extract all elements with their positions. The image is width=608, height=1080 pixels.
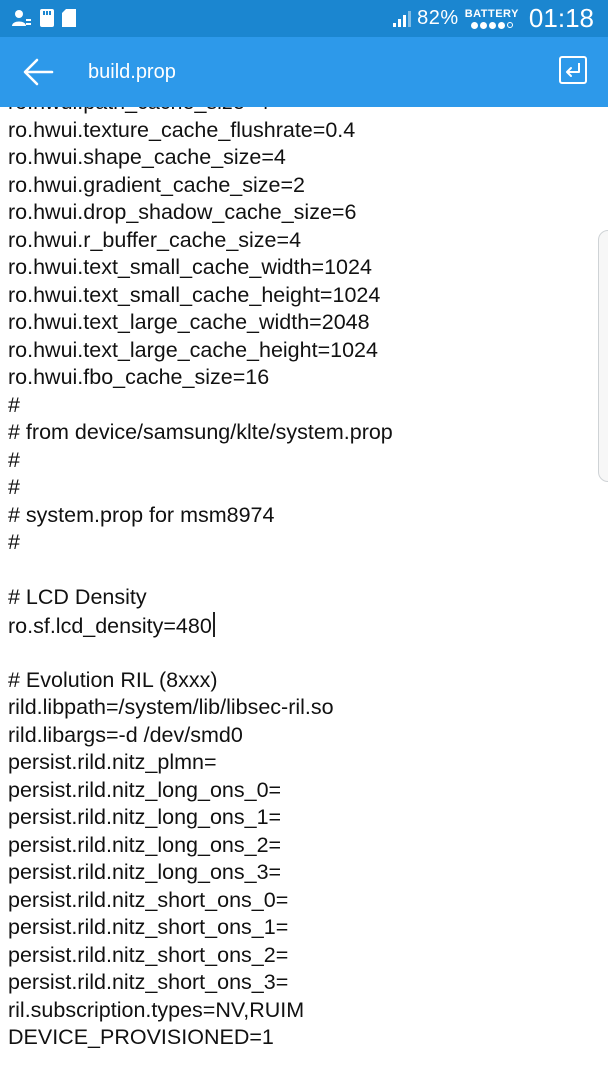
editor-line-text: persist.rild.nitz_long_ons_1= (8, 805, 282, 829)
editor-line-text: persist.rild.nitz_long_ons_3= (8, 860, 282, 884)
editor-line[interactable] (8, 557, 393, 585)
editor-line-text: ro.hwui.shape_cache_size=4 (8, 145, 286, 169)
editor-line-text: ro.hwui.path_cache_size=4 (8, 107, 269, 114)
editor-line-text: persist.rild.nitz_short_ons_2= (8, 942, 289, 967)
editor-line[interactable]: DEVICE_PROVISIONED=1 (8, 1024, 393, 1052)
app-bar: build.prop (0, 37, 608, 107)
editor-line-text: persist.rild.nitz_plmn= (8, 750, 217, 774)
back-button[interactable] (18, 52, 58, 92)
editor-line-text: rild.libpath=/system/lib/libsec-ril.so (8, 695, 334, 719)
editor-line-text: # system.prop for msm8974 (8, 502, 275, 527)
editor-line[interactable]: ro.hwui.drop_shadow_cache_size=6 (8, 199, 393, 227)
editor-line[interactable]: # (8, 529, 393, 557)
status-left-icons (12, 9, 76, 27)
editor-line-text: # LCD Density (8, 585, 147, 609)
editor-line[interactable]: persist.rild.nitz_long_ons_0= (8, 777, 393, 805)
editor-line[interactable]: ril.subscription.types=NV,RUIM (8, 997, 393, 1025)
editor-line-text: # (8, 392, 20, 417)
editor-lines: ro.hwui.path_cache_size=4 ro.hwui.texture… (8, 107, 393, 1080)
battery-dot (497, 21, 505, 29)
editor-line-text: persist.rild.nitz_short_ons_3= (8, 970, 289, 994)
editor-line[interactable]: rild.libpath=/system/lib/libsec-ril.so (8, 694, 393, 722)
arrow-left-icon (23, 58, 54, 86)
editor-line-text: ro.sf.lcd_density=480 (8, 613, 212, 638)
return-arrow-icon (559, 56, 587, 84)
editor-line-text: ro.hwui.text_large_cache_width=2048 (8, 310, 370, 334)
editor-line[interactable]: persist.rild.nitz_long_ons_3= (8, 859, 393, 887)
signal-icon (393, 10, 412, 27)
battery-label: BATTERY (464, 7, 519, 20)
editor-line-text: ro.hwui.drop_shadow_cache_size=6 (8, 200, 357, 224)
battery-level-dots (470, 21, 513, 29)
editor-line-text: ro.hwui.gradient_cache_size=2 (8, 172, 306, 197)
status-bar: 82% BATTERY 01:18 (0, 0, 608, 37)
editor-line-text: ril.subscription.types=NV,RUIM (8, 997, 305, 1022)
editor-line-text: ro.hwui.text_large_cache_height=1024 (8, 337, 378, 362)
editor-line-text: persist.rild.nitz_short_ons_0= (8, 887, 289, 912)
status-right-group: 82% BATTERY 01:18 (393, 0, 594, 37)
editor-line[interactable]: # (8, 392, 393, 420)
battery-dot (470, 21, 478, 29)
editor-line-text: ro.hwui.r_buffer_cache_size=4 (8, 227, 302, 252)
editor-line-text: ro.hwui.text_small_cache_height=1024 (8, 282, 381, 307)
editor-line[interactable]: persist.rild.nitz_plmn= (8, 749, 393, 777)
editor-line-text: persist.rild.nitz_long_ons_0= (8, 777, 282, 802)
sim-card-icon (62, 9, 76, 27)
editor-line-text: # (8, 475, 20, 499)
editor-line[interactable]: persist.rild.nitz_short_ons_0= (8, 887, 393, 915)
editor-line[interactable]: ro.hwui.text_small_cache_width=1024 (8, 254, 393, 282)
editor-line-text: rild.libargs=-d /dev/smd0 (8, 722, 243, 747)
editor-line[interactable]: persist.rild.nitz_long_ons_1= (8, 804, 393, 832)
editor-line[interactable]: persist.rild.nitz_long_ons_2= (8, 832, 393, 860)
editor-line[interactable]: ro.hwui.text_small_cache_height=1024 (8, 282, 393, 310)
editor-line[interactable]: # from device/samsung/klte/system.prop (8, 419, 393, 447)
editor-line[interactable]: ro.hwui.r_buffer_cache_size=4 (8, 227, 393, 255)
editor-line[interactable]: ro.hwui.text_large_cache_height=1024 (8, 337, 393, 365)
person-icon (12, 10, 31, 26)
fast-scroll-handle[interactable] (598, 230, 608, 482)
editor-line[interactable]: persist.rild.nitz_short_ons_1= (8, 914, 393, 942)
editor-line[interactable]: # Evolution RIL (8xxx) (8, 667, 393, 695)
page-title: build.prop (88, 61, 176, 83)
editor-line-text: DEVICE_PROVISIONED=1 (8, 1025, 274, 1049)
editor-line[interactable]: persist.rild.nitz_short_ons_3= (8, 969, 393, 997)
editor-line-text: ro.hwui.text_small_cache_width=1024 (8, 255, 372, 279)
editor-line[interactable]: ro.hwui.path_cache_size=4 (8, 107, 393, 117)
editor-line[interactable] (8, 639, 393, 667)
editor-line-text: persist.rild.nitz_short_ons_1= (8, 915, 289, 939)
word-wrap-button[interactable] (558, 55, 588, 85)
editor-line-text: persist.rild.nitz_long_ons_2= (8, 832, 282, 857)
editor-line[interactable]: ro.hwui.texture_cache_flushrate=0.4 (8, 117, 393, 145)
editor-line-text: # (8, 530, 20, 554)
battery-percent: 82% (417, 7, 459, 29)
editor-line-text: # from device/samsung/klte/system.prop (8, 420, 393, 444)
editor-line[interactable]: # (8, 474, 393, 502)
battery-dot (479, 21, 487, 29)
battery-dot (506, 21, 513, 28)
editor-line[interactable] (8, 1052, 393, 1080)
editor-line[interactable]: ro.hwui.text_large_cache_width=2048 (8, 309, 393, 337)
editor-line[interactable]: # LCD Density (8, 584, 393, 612)
battery-indicator: BATTERY (464, 7, 519, 29)
text-cursor (212, 611, 215, 637)
editor-line[interactable]: ro.hwui.gradient_cache_size=2 (8, 172, 393, 200)
editor-line[interactable]: persist.rild.nitz_short_ons_2= (8, 942, 393, 970)
editor-line-text: ro.hwui.texture_cache_flushrate=0.4 (8, 117, 356, 142)
editor-line[interactable]: ro.sf.lcd_density=480 (8, 611, 393, 640)
editor-line[interactable]: ro.hwui.shape_cache_size=4 (8, 144, 393, 172)
editor-line[interactable]: ro.hwui.fbo_cache_size=16 (8, 364, 393, 392)
sd-card-icon (40, 9, 54, 27)
editor-line[interactable]: # system.prop for msm8974 (8, 502, 393, 530)
battery-dot (488, 21, 496, 29)
editor-line-text: ro.hwui.fbo_cache_size=16 (8, 365, 270, 389)
text-editor[interactable]: ro.hwui.path_cache_size=4 ro.hwui.texture… (0, 107, 608, 1080)
editor-line[interactable]: rild.libargs=-d /dev/smd0 (8, 722, 393, 750)
editor-line-text: # Evolution RIL (8xxx) (8, 667, 218, 692)
editor-line[interactable]: # (8, 447, 393, 475)
status-clock: 01:18 (528, 3, 594, 33)
editor-line-text: # (8, 447, 20, 472)
